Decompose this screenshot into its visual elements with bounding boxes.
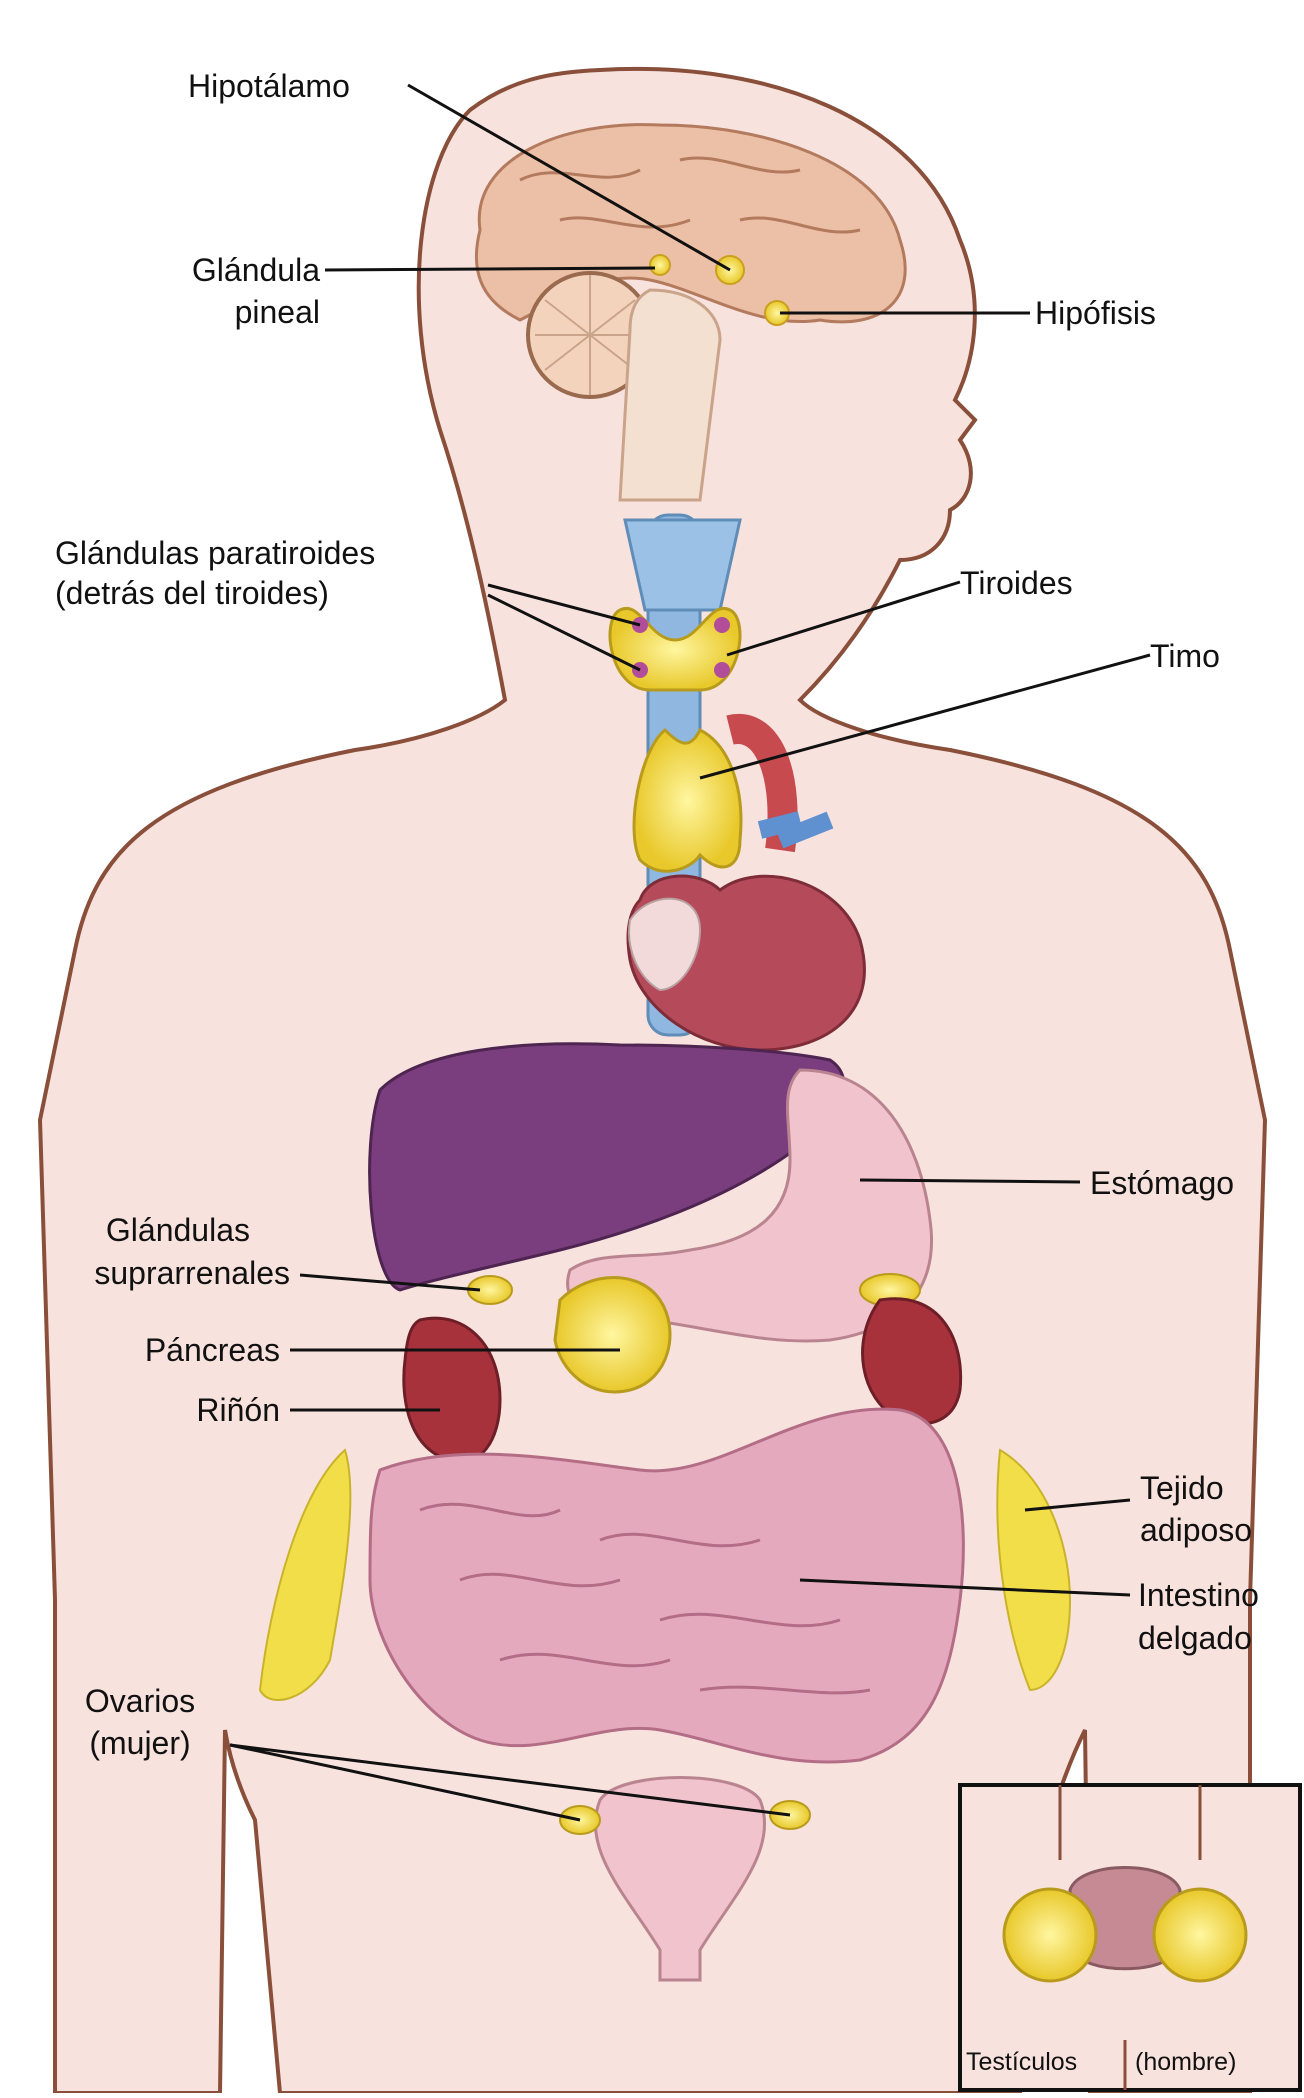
parathyroid	[714, 662, 730, 678]
label-intestino-1: Intestino	[1138, 1577, 1259, 1613]
label-suprarrenales-2: suprarrenales	[0, 1255, 290, 1291]
label-glandula-pineal-1: Glándula	[120, 252, 320, 288]
label-tejido-2: adiposo	[1140, 1512, 1252, 1548]
label-paratiroides-2: (detrás del tiroides)	[55, 575, 329, 611]
inset-caption-hombre: (hombre)	[1135, 2048, 1236, 2077]
label-rinon: Riñón	[80, 1392, 280, 1428]
label-hipotalamo: Hipotálamo	[188, 68, 350, 104]
label-timo: Timo	[1150, 638, 1220, 674]
label-suprarrenales-1: Glándulas	[20, 1212, 250, 1248]
parathyroid	[714, 617, 730, 633]
brainstem	[620, 290, 720, 500]
label-estomago: Estómago	[1090, 1165, 1234, 1201]
label-paratiroides-1: Glándulas paratiroides	[55, 535, 375, 571]
label-hipofisis: Hipófisis	[1035, 295, 1156, 331]
pancreas	[555, 1278, 670, 1392]
label-pancreas: Páncreas	[60, 1332, 280, 1368]
label-tiroides: Tiroides	[960, 565, 1073, 601]
label-ovarios-2: (mujer)	[60, 1725, 220, 1761]
label-tejido-1: Tejido	[1140, 1470, 1224, 1506]
testis-right	[1154, 1889, 1246, 1981]
testis-left	[1004, 1889, 1096, 1981]
inset-caption-testiculos: Testículos	[966, 2048, 1077, 2077]
label-intestino-2: delgado	[1138, 1620, 1252, 1656]
label-ovarios-1: Ovarios	[60, 1683, 220, 1719]
pineal	[650, 255, 670, 275]
label-glandula-pineal-2: pineal	[120, 294, 320, 330]
